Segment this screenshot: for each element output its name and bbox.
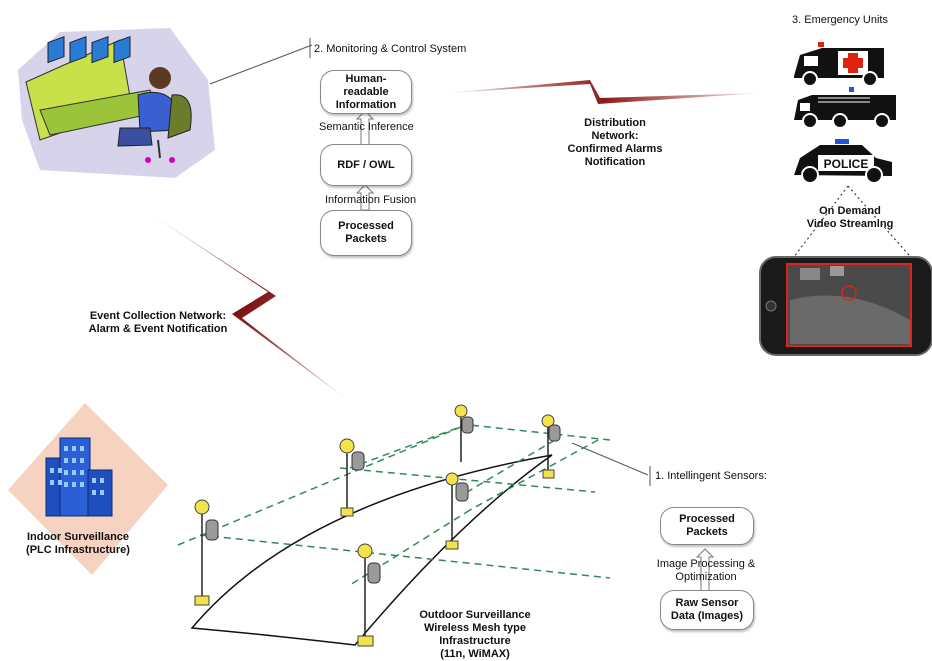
monitoring-title: 2. Monitoring & Control System [314,43,467,55]
indoor-building-illustration [8,403,168,575]
ambulance-icon [794,42,884,87]
image-processing-label: Image Processing & Optimization [656,558,756,583]
mesh-links [177,423,611,586]
monitoring-leader-line [209,44,313,85]
human-readable-box: Human- readable Information [320,70,412,114]
emergency-units-title: 3. Emergency Units [792,14,888,26]
fire-truck-icon [794,87,896,129]
smartphone-video-icon [759,256,932,356]
distribution-network-label: Distribution Network: Confirmed Alarms N… [567,117,663,168]
distribution-bolt-icon [447,80,760,104]
processed-packets-box: Processed Packets [320,210,412,256]
arrow-up-icon [355,110,375,146]
police-car-label: POLICE [824,157,869,171]
sensor-processed-packets-box: Processed Packets [660,507,754,545]
sensor-pole [445,472,469,550]
sensor-pole [541,414,561,479]
outdoor-surveillance-label: Outdoor Surveillance Wireless Mesh type … [419,609,531,660]
indoor-surveillance-label: Indoor Surveillance (PLC Infrastructure) [26,531,130,556]
sensor-pole [454,404,474,462]
event-collection-label: Event Collection Network: Alarm & Event … [88,310,228,335]
sensor-pole [339,438,365,517]
arrow-up-icon [695,548,715,596]
video-stream-cone-left [789,185,849,263]
operator-workstation-illustration [18,28,215,178]
sensors-leader-line [571,442,649,476]
police-car-icon [794,139,892,184]
sensor-pole [357,543,381,647]
road-outline [190,454,553,646]
rdf-owl-box: RDF / OWL [320,144,412,186]
video-stream-cone-right [847,185,916,263]
sensor-pole [194,499,219,606]
video-streaming-label: On Demand Video Streaming [806,205,894,230]
raw-sensor-data-box: Raw Sensor Data (Images) [660,590,754,630]
intelligent-sensors-title: 1. Intellingent Sensors: [655,470,767,482]
event-collection-bolt-icon [145,210,345,398]
semantic-inference-label: Semantic Inference [319,121,414,133]
information-fusion-label: Information Fusion [325,194,417,206]
arrow-up-icon [355,184,375,211]
